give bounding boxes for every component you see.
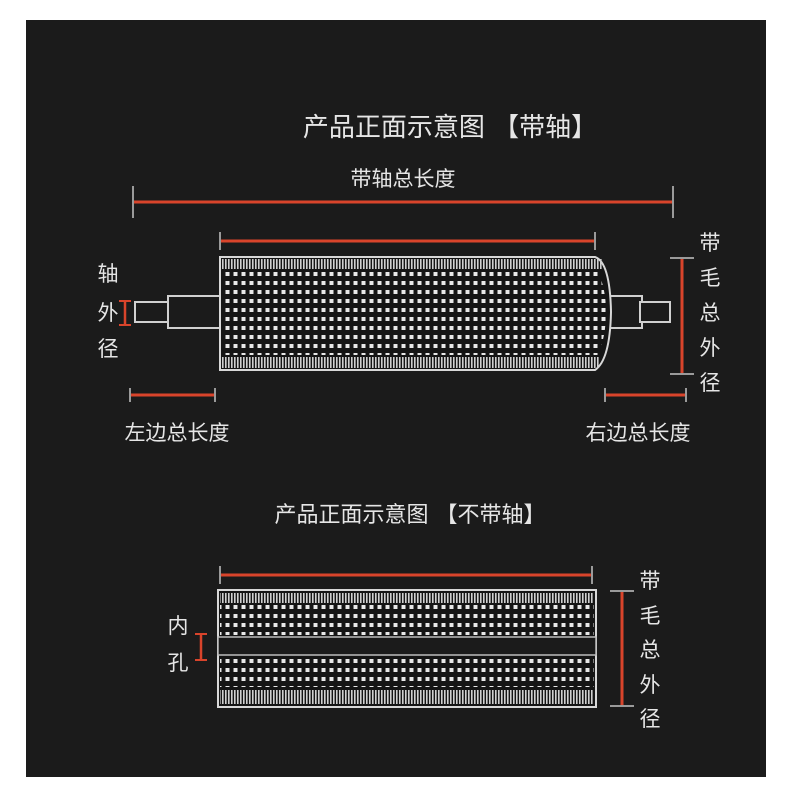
brush-sleeve-without-shaft <box>217 589 597 708</box>
svg-text:外: 外 <box>98 301 119 325</box>
total-length-dimension <box>132 186 674 218</box>
svg-text:孔: 孔 <box>168 651 189 675</box>
svg-text:总: 总 <box>700 301 721 325</box>
sleeve-length-dimension <box>219 566 593 584</box>
svg-text:总: 总 <box>640 638 661 662</box>
svg-text:内: 内 <box>168 614 189 638</box>
title-without-shaft: 产品正面示意图 【不带轴】 <box>275 503 546 528</box>
brush-roller-with-shaft <box>219 256 613 371</box>
inner-hole-label: 内 孔 <box>168 614 189 675</box>
svg-text:外: 外 <box>640 673 661 697</box>
title-with-shaft: 产品正面示意图 【带轴】 <box>303 113 597 143</box>
left-length-dimension <box>129 388 216 402</box>
brush-od-dimension-bottom <box>610 590 634 707</box>
svg-text:径: 径 <box>640 707 661 731</box>
shaft-od-dimension <box>119 300 131 326</box>
svg-text:径: 径 <box>98 337 119 361</box>
brush-od-label-top: 带 毛 总 外 径 <box>700 231 721 395</box>
svg-text:毛: 毛 <box>640 604 661 628</box>
brush-od-dimension-top <box>670 257 694 375</box>
brush-od-label-bottom: 带 毛 总 外 径 <box>640 569 661 731</box>
brush-length-dimension <box>219 232 596 250</box>
svg-text:带: 带 <box>640 569 661 593</box>
svg-text:外: 外 <box>700 336 721 360</box>
right-length-label: 右边总长度 <box>586 421 691 445</box>
total-length-label: 带轴总长度 <box>351 167 456 191</box>
right-length-dimension <box>604 388 687 402</box>
shaft-od-label: 轴 外 径 <box>98 262 119 361</box>
left-shaft <box>134 295 221 329</box>
left-length-label: 左边总长度 <box>125 421 230 445</box>
svg-text:轴: 轴 <box>98 262 119 286</box>
inner-hole-dimension <box>195 633 207 661</box>
svg-text:带: 带 <box>700 231 721 255</box>
svg-text:毛: 毛 <box>700 266 721 290</box>
svg-text:径: 径 <box>700 371 721 395</box>
